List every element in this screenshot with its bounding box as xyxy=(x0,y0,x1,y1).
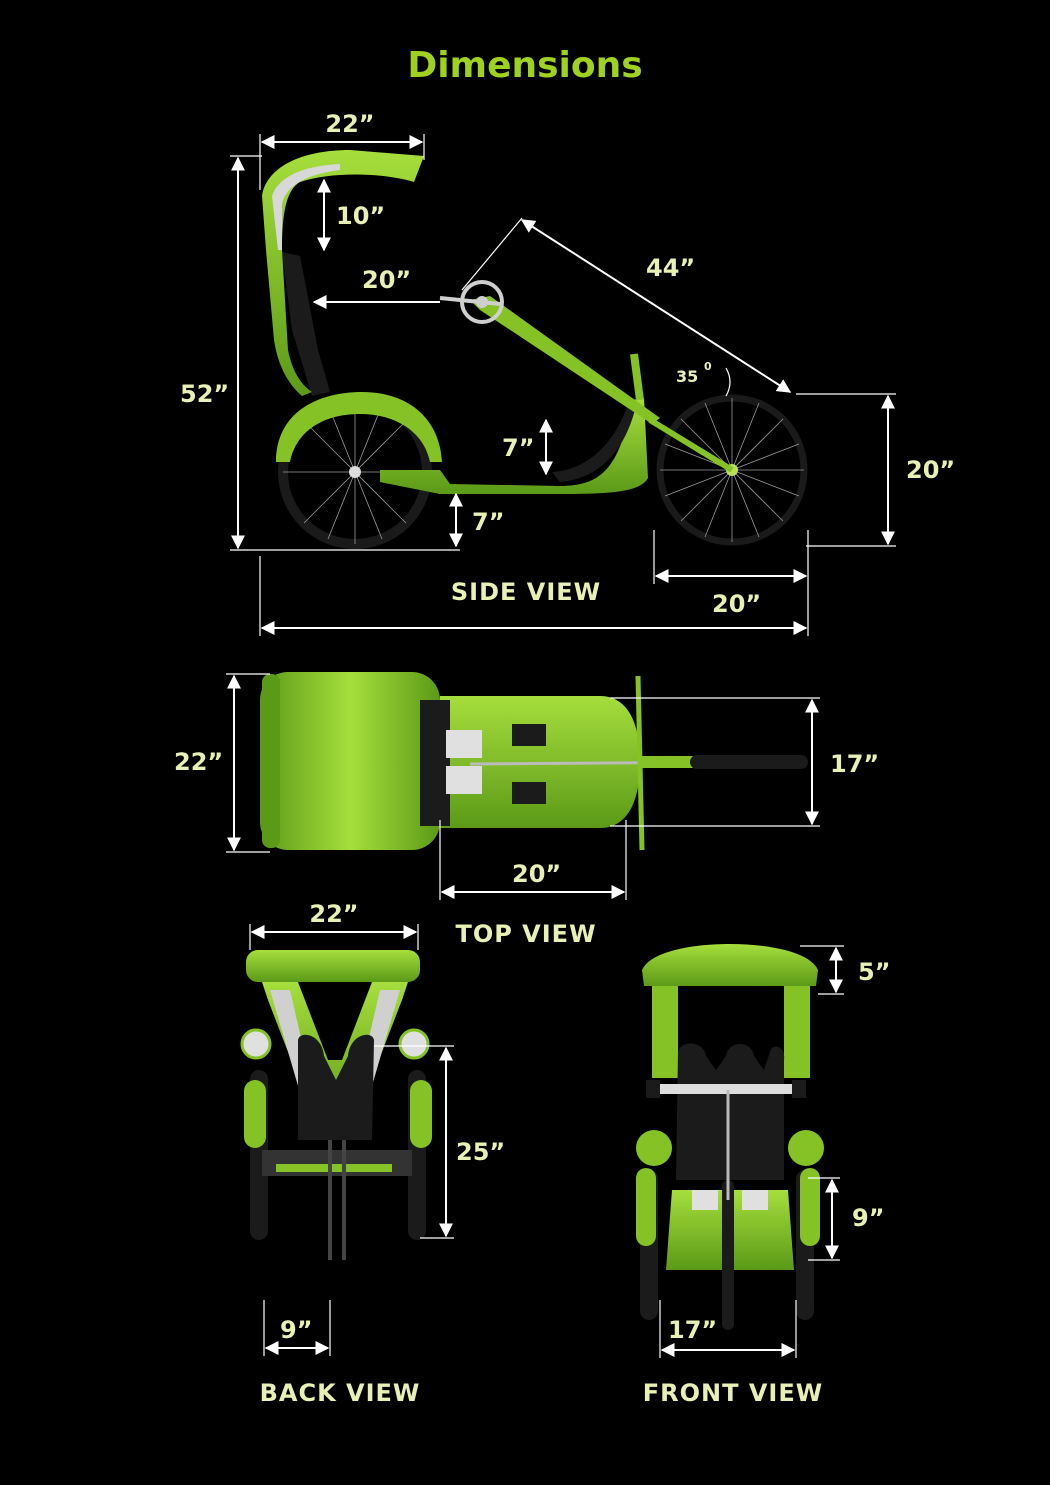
front-view: 5” 9” 17” FRONT VIEW xyxy=(636,944,890,1407)
front-view-label: FRONT VIEW xyxy=(643,1379,823,1407)
side-rear-fender xyxy=(276,392,442,462)
page-title: Dimensions xyxy=(407,45,642,86)
side-view: 22” 10” 20” 44” 35 0 52” 7” 7” 20” 20” S… xyxy=(180,110,955,636)
top-seat xyxy=(420,700,450,826)
front-right-light xyxy=(788,1130,824,1166)
side-boom-angle-label: 35 xyxy=(676,367,698,386)
back-seat-height-label: 25” xyxy=(456,1138,505,1166)
front-right-post xyxy=(784,986,810,1078)
front-hub-height-label: 9” xyxy=(852,1204,884,1232)
top-canopy xyxy=(260,672,440,850)
side-footwell xyxy=(552,404,636,482)
side-seat xyxy=(282,252,330,396)
side-front-wheel-height-label: 20” xyxy=(906,456,955,484)
side-boom-length-line xyxy=(520,219,792,393)
back-left-mirror xyxy=(240,1028,272,1060)
top-footwell-label: 20” xyxy=(512,860,561,888)
top-canopy-width-label: 22” xyxy=(174,748,223,776)
side-boom-angle-arc xyxy=(725,367,731,397)
back-seat xyxy=(298,1034,374,1140)
front-canopy-depth-label: 5” xyxy=(858,958,890,986)
top-front-width-label: 17” xyxy=(830,750,879,778)
front-left-light xyxy=(636,1130,672,1166)
back-right-mirror xyxy=(398,1028,430,1060)
side-ground-clearance-label: 7” xyxy=(472,508,504,536)
back-axle-width-label: 9” xyxy=(280,1316,312,1344)
side-boom-angle-unit: 0 xyxy=(704,360,712,373)
side-boom-length-label: 44” xyxy=(646,254,695,282)
front-seat xyxy=(676,1043,785,1180)
side-canopy xyxy=(262,150,424,396)
side-seat-crank-label: 20” xyxy=(362,266,411,294)
back-view: 22” 25” 9” BACK VIEW xyxy=(240,900,505,1407)
front-left-post xyxy=(652,986,678,1078)
back-canopy-width-label: 22” xyxy=(309,900,358,928)
side-fork xyxy=(648,417,734,473)
side-canopy-width-label: 22” xyxy=(325,110,374,138)
top-view-label: TOP VIEW xyxy=(455,920,596,948)
front-handlebar xyxy=(652,1084,802,1094)
side-footrest-height-label: 7” xyxy=(502,434,534,462)
back-view-label: BACK VIEW xyxy=(260,1379,421,1407)
side-canopy-strip xyxy=(272,164,340,250)
top-view: 22” 17” 20” TOP VIEW xyxy=(174,672,879,948)
side-canopy-drop-label: 10” xyxy=(336,202,385,230)
front-track-width-label: 17” xyxy=(668,1316,717,1344)
side-handle-post xyxy=(630,353,644,401)
side-overall-height-label: 52” xyxy=(180,380,229,408)
front-canopy xyxy=(642,944,818,986)
front-center-wheel xyxy=(722,1180,734,1330)
side-view-label: SIDE VIEW xyxy=(451,578,601,606)
side-front-wheel-width-label: 20” xyxy=(712,590,761,618)
back-canopy xyxy=(246,950,420,982)
side-crank xyxy=(439,280,504,324)
top-front-wheel xyxy=(690,755,808,769)
side-chassis xyxy=(380,398,648,494)
back-frame xyxy=(262,982,408,1130)
